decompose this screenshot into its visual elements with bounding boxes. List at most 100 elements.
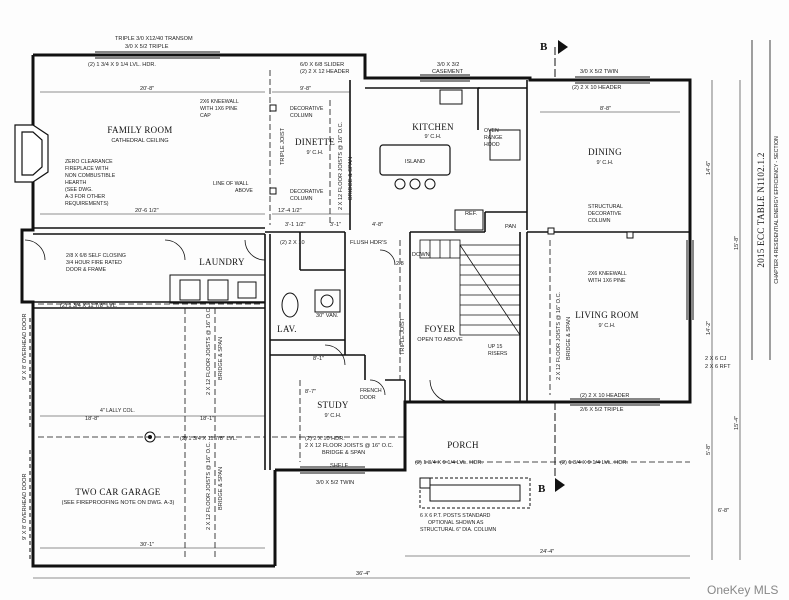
room-family-sub: CATHEDRAL CEILING [111, 138, 168, 144]
room-garage-label: TWO CAR GARAGE [75, 487, 160, 497]
lav-fixtures [281, 289, 341, 318]
note-posts-1: 6 X 6 P.T. POSTS STANDARD [420, 513, 491, 519]
dim-pan: PAN [505, 224, 516, 230]
dim-study-shelf: SHELF [330, 463, 349, 469]
dim-joists-garage-3: 2 X 12 FLOOR JOISTS @ 16" O.C. [206, 306, 212, 395]
room-study-label: STUDY [317, 400, 349, 410]
dim-lavvan: 30" VAN. [316, 313, 339, 319]
fireplace-icon [14, 124, 49, 183]
stools-icon [394, 178, 436, 190]
note-posts-3: STRUCTURAL 6" DIA. COLUMN [420, 527, 497, 533]
note-oven-3: HOOD [484, 142, 500, 148]
dim-hdr-6cj-2: 2 X 6 RFT [705, 364, 731, 370]
note-kneewall-dinette-3: CAP [200, 113, 211, 119]
room-living-sub: 9' C.H. [599, 323, 616, 329]
dim-flush-hdr: FLUSH HDR'S [350, 240, 387, 246]
section-arrow-bottom-icon [555, 478, 565, 492]
dim-ch-2: 3'-1" [330, 222, 341, 228]
note-struct-col-1: STRUCTURAL [588, 204, 623, 210]
note-french-1: FRENCH [360, 388, 382, 394]
dim-overhead-door-1: 9' X 8' OVERHEAD DOOR [22, 314, 28, 380]
dim-ch-3: 4'-8" [372, 222, 383, 228]
vanity-icon [314, 289, 341, 313]
title-block-line-2: CHAPTER 4 RESIDENTIAL ENERGY EFFICIENCY … [774, 136, 780, 284]
dryer-icon [207, 279, 229, 301]
island [379, 144, 451, 190]
windows [95, 51, 694, 474]
room-study-sub: 9' C.H. [325, 413, 342, 419]
dim-casement-label: CASEMENT [432, 69, 464, 75]
room-kitchen-sub: 9' C.H. [425, 134, 442, 140]
tub-icon [237, 281, 257, 299]
dim-garage-w: 18'-8" [85, 416, 99, 422]
dim-lvl-hdr-top: (2) 1 3/4 X 9 1/4 LVL. HDR. [88, 62, 156, 68]
room-dining-label: DINING [588, 147, 622, 157]
note-kneewall-living-1: 2X6 KNEEWALL [588, 271, 627, 277]
room-dinette-sub: 9' C.H. [307, 150, 324, 156]
note-self-closing-2: 3/4 HOUR FIRE RATED [66, 260, 122, 266]
note-fireplace-6: A-3 FOR OTHER [65, 194, 105, 200]
dim-overhead-door-2: 9' X 8' OVERHEAD DOOR [22, 474, 28, 540]
note-line-wall-2: ABOVE [235, 188, 253, 194]
dim-living-triple: 2/6 X 5/2 TRIPLE [580, 407, 624, 413]
dim-porch-hdr: (2) 1 3/4 X 9 1/4 LVL. HDR. [415, 460, 483, 466]
porch-posts [419, 477, 531, 509]
dim-study-window: 3/0 X 5/2 TWIN [316, 480, 354, 486]
dimension-labels: TRIPLE 3/0 X12/40 TRANSOM 3/0 X 5/2 TRIP… [22, 36, 740, 577]
note-oven-1: OVEN [484, 128, 499, 134]
dim-joists-garage-2: BRIDGE & SPAN [218, 467, 224, 510]
dim-joists-study: 2 X 12 FLOOR JOISTS @ 16" O.C. [305, 443, 394, 449]
dim-dinette-w: 9'-8" [300, 86, 311, 92]
note-struct-col-3: COLUMN [588, 218, 611, 224]
dim-joists-garage: 2 X 12 FLOOR JOISTS @ 16" O.C. [206, 441, 212, 530]
note-deco-col-2a: DECORATIVE [290, 189, 324, 195]
note-fireplace-3: NON COMBUSTIBLE [65, 173, 116, 179]
dim-right-b: 15'-8" [734, 236, 740, 250]
dim-hdr-2x10-mid: (2) 2 X 10 [280, 240, 305, 246]
dim-right-f: 5'-8" [706, 444, 712, 455]
dim-right-d: 15'-4" [734, 416, 740, 430]
title-block-line-1: 2015 ECC TABLE N1102.1.2 [756, 152, 766, 267]
room-garage-sub: (SEE FIREPROOFING NOTE ON DWG. A-3) [62, 500, 175, 506]
island-counter [379, 144, 451, 176]
dim-dinette-bot: 12'-4 1/2" [278, 208, 302, 214]
room-island-label: ISLAND [405, 159, 425, 165]
dim-twin-top: 3/0 X 5/2 TWIN [580, 69, 618, 75]
note-deco-col-1a: DECORATIVE [290, 106, 324, 112]
room-family-label: FAMILY ROOM [107, 125, 172, 135]
note-fireplace-5: (SEE DWG. [65, 187, 93, 193]
dim-living-hdr: (2) 2 X 10 HEADER [580, 393, 629, 399]
note-kneewall-living-2: WITH 1X6 PINE [588, 278, 626, 284]
dim-ref: REF. [465, 211, 478, 217]
dim-right-a: 14'-6" [706, 161, 712, 175]
note-fireplace-1: ZERO CLEARANCE [65, 159, 113, 165]
dim-lvl-mid: (2) 1 3/4 X 11 7/8" LVL. [60, 303, 118, 309]
toilet-icon [281, 292, 299, 318]
note-french-2: DOOR [360, 395, 376, 401]
dim-overall-bottom: 36'-4" [356, 571, 370, 577]
watermark: OneKey MLS [707, 583, 778, 597]
dim-joists-dinette: 2 X 12 FLOOR JOISTS @ 16" O.C. [338, 121, 344, 210]
dim-joists-living: 2 X 12 FLOOR JOISTS @ 16" O.C. [556, 291, 562, 380]
room-porch-label: PORCH [447, 440, 479, 450]
note-deco-col-2b: COLUMN [290, 196, 313, 202]
section-arrow-top-icon [558, 40, 568, 54]
section-label-bottom: B [538, 483, 546, 495]
dim-sp: 2/8 [396, 261, 404, 267]
note-up-risers-1: UP 15 [488, 344, 502, 350]
dim-family-w: 20'-8" [140, 86, 154, 92]
dim-triple-joist: TRIPLE JOIST [280, 127, 286, 165]
dim-right-c: 14'-2" [706, 321, 712, 335]
range-icon [489, 129, 521, 161]
dim-study-b: 8'-7" [305, 389, 316, 395]
dim-joists-garage-4: BRIDGE & SPAN [218, 337, 224, 380]
note-deco-col-1b: COLUMN [290, 113, 313, 119]
dim-garage-w2: 18'-1" [200, 416, 214, 422]
note-fireplace-7: REQUIREMENTS) [65, 201, 109, 207]
dim-porch-w: 24'-4" [540, 549, 554, 555]
dim-study-a: 8'-1" [313, 356, 324, 362]
beam-lines [38, 70, 690, 560]
dim-slider: 6/0 X 6/8 SLIDER [300, 62, 344, 68]
stair-icon [419, 239, 521, 336]
